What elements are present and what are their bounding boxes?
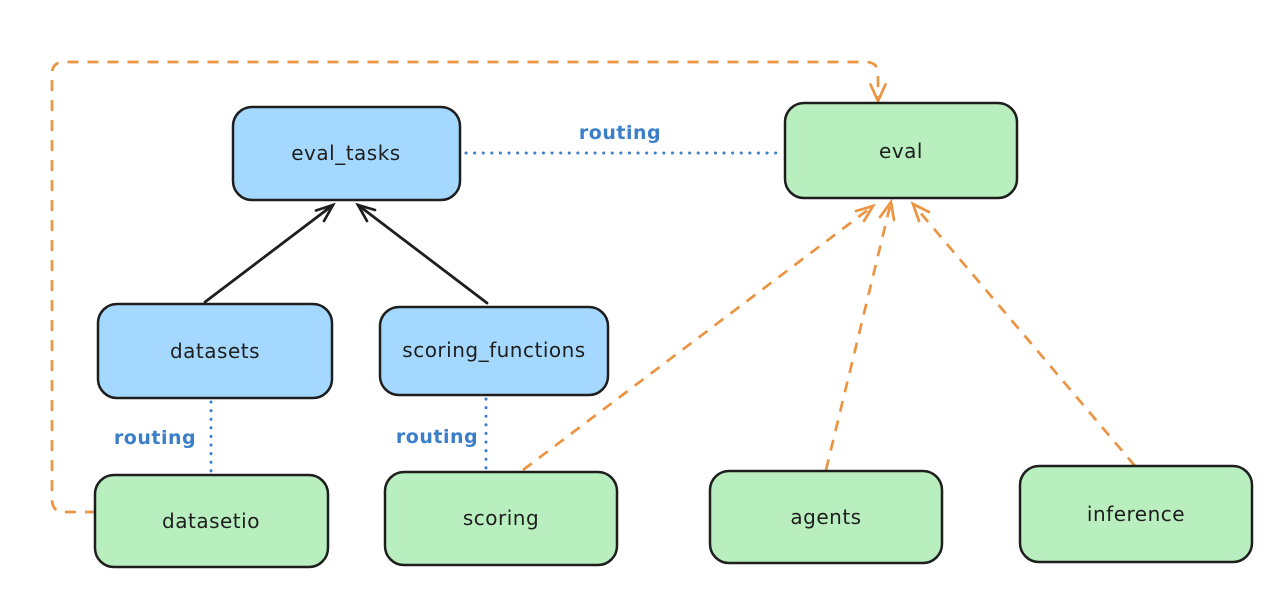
edge-scoring-functions-to-eval-tasks	[355, 202, 489, 305]
node-agents-box	[708, 469, 944, 565]
arrowhead-icon	[314, 202, 336, 223]
node-eval-tasks: eval_tasks	[231, 105, 462, 202]
arrow-shaft	[50, 60, 880, 514]
edge-datasetio-to-eval	[50, 60, 887, 514]
edge-inference-to-eval	[910, 201, 1137, 467]
diagram-edges: routing routing routing	[50, 60, 1137, 514]
node-scoring-functions-label: scoring_functions	[402, 338, 585, 362]
arrow-shaft	[911, 203, 1137, 467]
node-inference: inference	[1018, 464, 1254, 564]
node-datasetio-label: datasetio	[162, 509, 260, 533]
node-datasets-box	[96, 302, 334, 400]
node-scoring: scoring	[383, 470, 619, 567]
node-eval-box	[783, 101, 1019, 200]
routing-label-scoring: routing	[396, 426, 478, 448]
node-agents: agents	[708, 469, 944, 565]
edge-agents-to-eval	[824, 198, 896, 471]
node-inference-box	[1018, 464, 1254, 564]
arrow-shaft	[356, 203, 489, 305]
arrow-shaft	[203, 203, 335, 304]
edge-datasets-to-eval-tasks	[203, 202, 336, 304]
edge-scoring-to-eval	[522, 203, 876, 472]
node-inference-label: inference	[1087, 502, 1185, 526]
diagram-nodes: eval_tasks eval datasets scoring_functio…	[93, 101, 1254, 569]
arrowhead-icon	[355, 202, 377, 223]
node-eval: eval	[783, 101, 1019, 200]
node-scoring-label: scoring	[463, 506, 539, 530]
routing-label-datasets: routing	[114, 427, 196, 449]
node-datasets: datasets	[96, 302, 334, 400]
node-datasetio-box	[93, 473, 330, 569]
node-agents-label: agents	[790, 505, 861, 529]
node-scoring-functions: scoring_functions	[378, 305, 610, 397]
routing-label-top: routing	[579, 122, 661, 144]
arrowhead-icon	[878, 198, 896, 222]
arrow-shaft	[824, 201, 893, 471]
node-scoring-box	[383, 470, 619, 567]
node-eval-tasks-label: eval_tasks	[291, 141, 400, 165]
arrowhead-icon	[869, 83, 887, 105]
node-datasetio: datasetio	[93, 473, 330, 569]
node-datasets-label: datasets	[170, 339, 260, 363]
arrow-shaft	[522, 204, 874, 472]
node-eval-label: eval	[879, 139, 923, 163]
arrowhead-icon	[910, 201, 931, 223]
node-scoring-functions-box	[378, 305, 610, 397]
arrowhead-icon	[854, 203, 876, 223]
node-eval-tasks-box	[231, 105, 462, 202]
